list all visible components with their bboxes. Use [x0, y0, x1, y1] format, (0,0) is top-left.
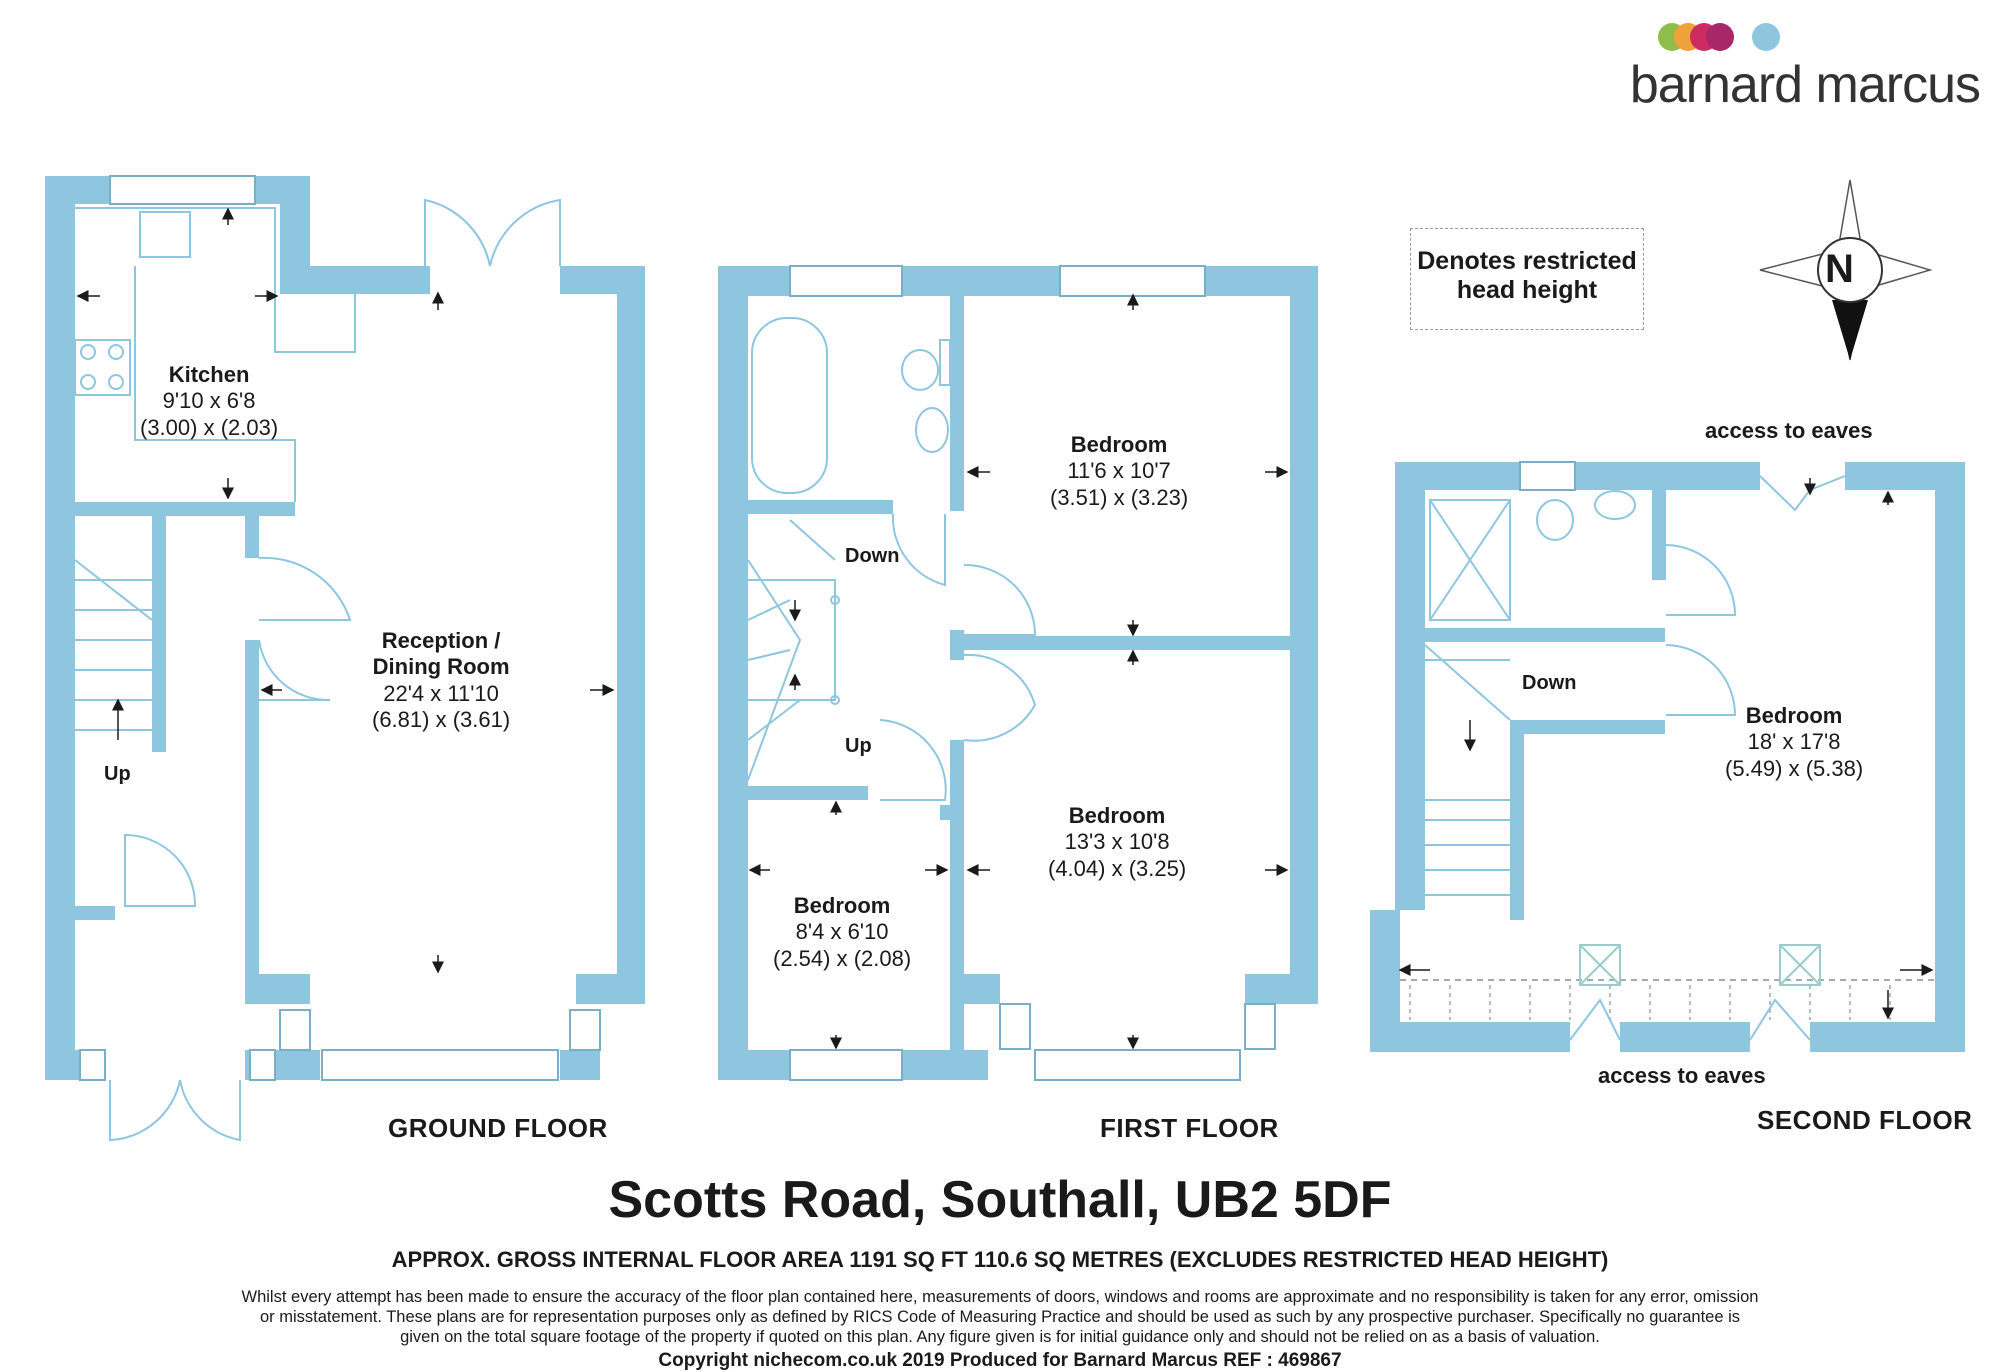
room-name: Bedroom: [1068, 803, 1166, 828]
room-imperial: 22'4 x 11'10: [383, 680, 499, 706]
second-floor-fixtures: [1400, 475, 1935, 1041]
stairs-down-label: Down: [1522, 672, 1577, 694]
room-kitchen: Kitchen 9'10 x 6'8 (3.00) x (2.03): [140, 362, 278, 441]
floor-label-ground: GROUND FLOOR: [388, 1113, 608, 1143]
room-name: Kitchen: [168, 362, 250, 387]
disclaimer-text: Whilst every attempt has been made to en…: [241, 1288, 1759, 1346]
eaves-access-bottom-label: access to eaves: [1598, 1063, 1766, 1088]
room-imperial: 9'10 x 6'8: [162, 388, 256, 414]
room-name: Bedroom: [793, 893, 891, 918]
room-metric: (6.81) x (3.61): [372, 707, 511, 733]
first-floor-windows: [789, 265, 1276, 1081]
second-floor-windows: [1519, 461, 1576, 491]
legend-text: Denotes restricted head height: [1417, 247, 1637, 304]
room-metric: (2.54) x (2.08): [773, 945, 912, 971]
room-bedroom-small: Bedroom 8'4 x 6'10 (2.54) x (2.08): [773, 893, 911, 972]
compass-north-label: N: [1825, 247, 1854, 291]
floor-area-summary: APPROX. GROSS INTERNAL FLOOR AREA 1191 S…: [391, 1247, 1609, 1272]
stairs-up-label: Up: [104, 763, 131, 785]
property-address-title: Scotts Road, Southall, UB2 5DF: [608, 1171, 1392, 1229]
brand-logo: barnard marcus: [1629, 56, 1981, 114]
room-name: Bedroom: [1070, 432, 1168, 457]
brand-logo-dots: [1658, 23, 1780, 51]
eaves-access-top-label: access to eaves: [1705, 418, 1873, 443]
room-bedroom-front: Bedroom 13'3 x 10'8 (4.04) x (3.25): [1048, 803, 1186, 882]
room-name: Bedroom: [1745, 703, 1843, 728]
room-metric: (4.04) x (3.25): [1048, 855, 1187, 881]
room-metric: (3.51) x (3.23): [1050, 484, 1189, 510]
room-imperial: 8'4 x 6'10: [795, 919, 889, 945]
restricted-height-legend: Denotes restricted head height: [1410, 228, 1644, 330]
room-name-line2: Dining Room: [372, 654, 510, 680]
second-floor-plan: [1370, 462, 1965, 1052]
room-name-line1: Reception /: [381, 628, 501, 653]
ground-floor-fixtures: [74, 198, 561, 1142]
dimension-arrows: [76, 207, 1934, 1050]
brand-dot: [1752, 23, 1780, 51]
copyright-line: Copyright nichecom.co.uk 2019 Produced f…: [658, 1350, 1342, 1371]
first-floor-fixtures: [747, 317, 1037, 801]
ground-floor-plan: [45, 176, 645, 1080]
room-imperial: 13'3 x 10'8: [1064, 829, 1170, 855]
floor-label-first: FIRST FLOOR: [1100, 1113, 1279, 1143]
room-metric: (3.00) x (2.03): [140, 414, 279, 440]
compass-rose: [1759, 179, 1933, 361]
floor-label-second: SECOND FLOOR: [1757, 1105, 1973, 1135]
room-bedroom-rear: Bedroom 11'6 x 10'7 (3.51) x (3.23): [1050, 432, 1188, 511]
room-imperial: 11'6 x 10'7: [1067, 458, 1171, 484]
ground-floor-windows: [79, 175, 601, 1081]
room-reception: Reception / Dining Room 22'4 x 11'10 (6.…: [372, 628, 510, 734]
room-imperial: 18' x 17'8: [1747, 729, 1841, 755]
brand-dot: [1706, 23, 1734, 51]
stairs-up-label: Up: [845, 735, 872, 757]
room-bedroom-loft: Bedroom 18' x 17'8 (5.49) x (5.38): [1725, 703, 1863, 782]
stairs-down-label: Down: [845, 545, 900, 567]
room-metric: (5.49) x (5.38): [1725, 755, 1864, 781]
